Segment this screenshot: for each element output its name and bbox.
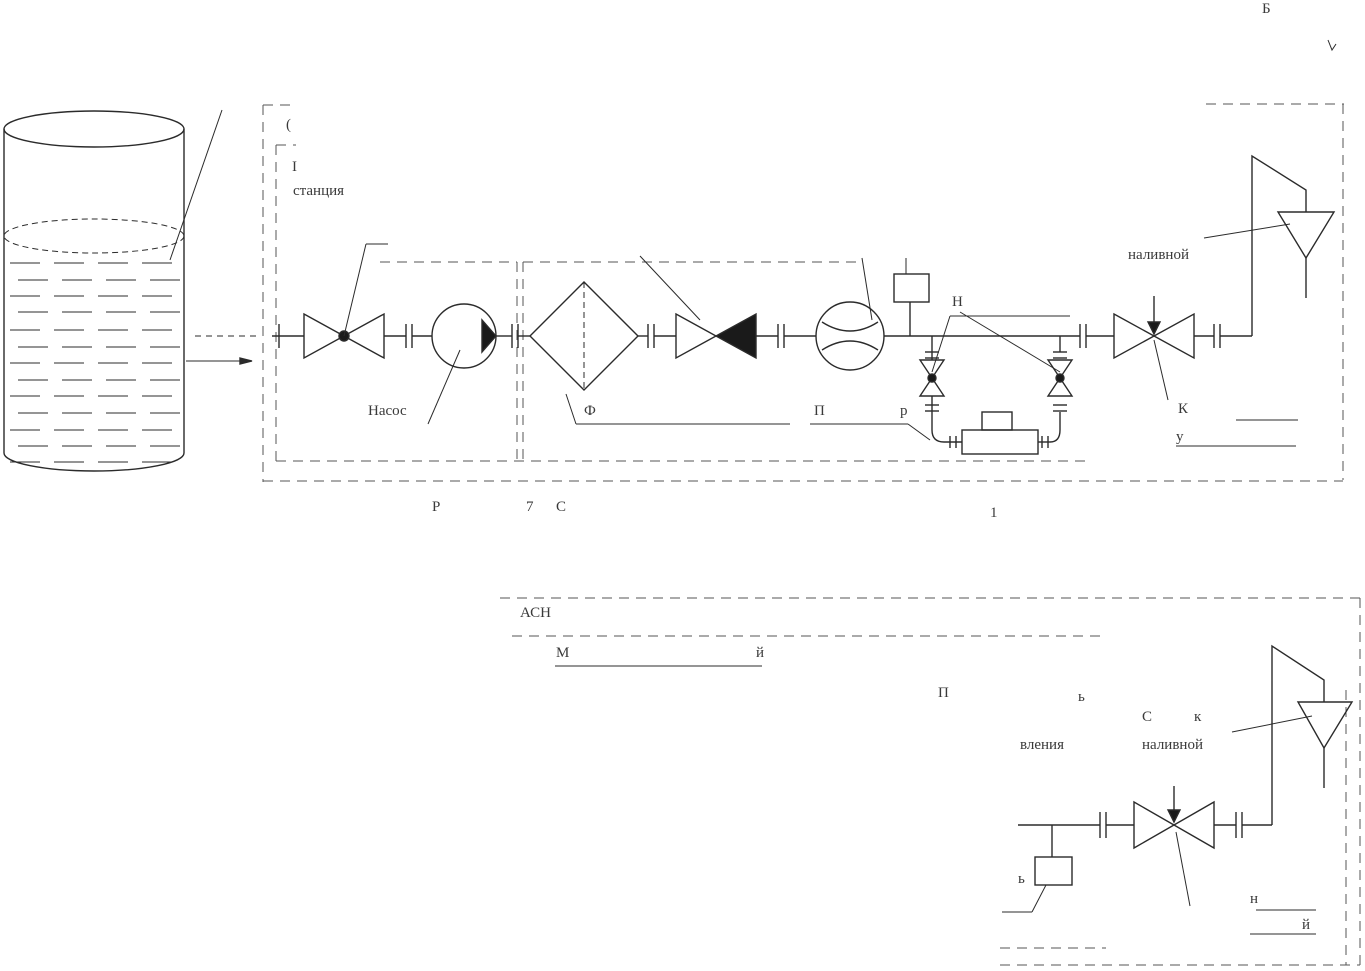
figure-caption-start: Р — [432, 499, 443, 515]
converter-label-end: р — [900, 403, 908, 419]
corner-mark — [1327, 39, 1337, 52]
fill-device-label: наливной — [1128, 247, 1189, 263]
figure-caption-letter: С — [556, 499, 569, 515]
storage-tank — [3, 109, 223, 472]
station-frame — [262, 103, 1344, 482]
meter-label: Н — [952, 294, 963, 310]
lower-fill-label: наливной — [1142, 737, 1203, 753]
converter-label: П — [814, 403, 825, 419]
station-frame-label: ( — [286, 117, 291, 133]
lower-right-text3: С — [1142, 709, 1153, 725]
figure-caption-number: 7 — [526, 499, 536, 515]
station-name: станция — [293, 183, 345, 199]
lower-bottom-label2: й — [1302, 917, 1311, 933]
lower-mgmt-label: вления — [1020, 737, 1064, 753]
filter-label: Ф — [584, 403, 596, 419]
lower-title-start: М — [556, 645, 570, 661]
lower-block-title: АСН — [520, 605, 551, 621]
lower-box-label: ь — [1018, 871, 1025, 887]
main-pipeline — [272, 154, 1336, 455]
lower-bottom-label: н — [1250, 891, 1259, 907]
lower-right-text: П — [938, 685, 949, 701]
corner-top-right-text: Б — [1262, 1, 1271, 17]
valve-label: К — [1178, 401, 1189, 417]
station-sub-label: I — [292, 159, 297, 175]
lower-right-text2: ь — [1078, 689, 1085, 705]
flow-arrow — [186, 335, 260, 365]
lower-scheme — [500, 597, 1361, 966]
lower-title-end: й — [756, 645, 765, 661]
valve-label-sub: у — [1176, 429, 1184, 445]
pump-label: Насос — [368, 403, 407, 419]
figure-caption-end: 1 — [990, 505, 1000, 521]
lower-right-text4: к — [1194, 709, 1202, 725]
